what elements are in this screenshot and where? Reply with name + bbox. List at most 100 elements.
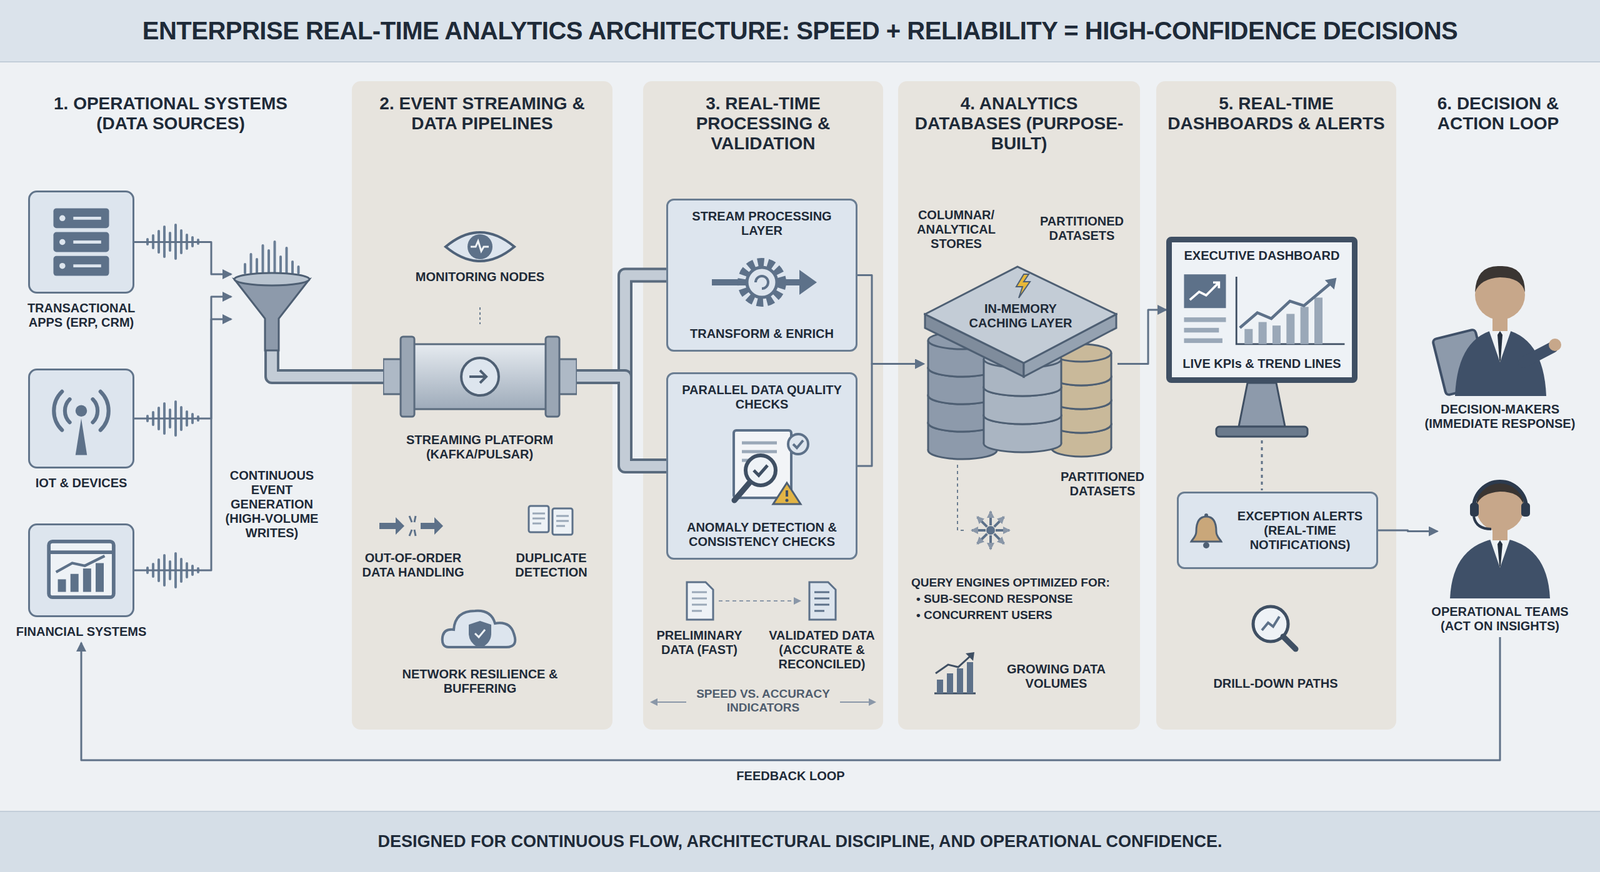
graphic-path xyxy=(793,440,804,449)
graphic-rect xyxy=(1183,338,1222,344)
graphic-ellipse xyxy=(234,273,310,286)
node-label: DECISION-MAKERS (IMMEDIATE RESPONSE) xyxy=(1418,402,1582,432)
connector-line xyxy=(134,296,232,419)
flow-arrow xyxy=(857,275,924,365)
graphic-path xyxy=(1240,281,1334,328)
graphic-path xyxy=(470,241,489,252)
graphic-path xyxy=(1523,347,1553,363)
graphic-g xyxy=(686,582,714,620)
alert-text: EXCEPTION ALERTS (REAL-TIME NOTIFICATION… xyxy=(1232,509,1368,553)
panel-heading: 2. EVENT STREAMING & DATA PIPELINES xyxy=(351,81,613,134)
streaming-pipe: STREAMING PLATFORM (KAFKA/PULSAR) xyxy=(375,326,585,462)
graphic-path xyxy=(1473,516,1492,530)
graphic-line xyxy=(297,266,300,274)
connector-line xyxy=(576,376,667,467)
connector-line xyxy=(271,350,385,377)
graphic-rect xyxy=(1244,329,1253,345)
connector-line xyxy=(134,319,232,571)
graphic-path xyxy=(1016,274,1030,299)
graphic-circle xyxy=(59,239,66,246)
graphic-line xyxy=(840,701,875,704)
pipe-shape xyxy=(383,326,577,427)
graphic-path xyxy=(53,391,109,431)
graphic-line xyxy=(48,550,114,555)
graphic-path xyxy=(686,582,714,620)
graphic-line xyxy=(479,307,481,325)
source-system: IOT & DEVICES xyxy=(15,368,147,491)
graphic-path xyxy=(1325,278,1337,290)
panel-heading: 5. REAL-TIME DASHBOARDS & ALERTS xyxy=(1156,81,1397,134)
pipe-shape-svg xyxy=(383,326,577,427)
graphic-path xyxy=(1497,331,1503,363)
graphic-path xyxy=(755,276,769,289)
box-heading: PARALLEL DATA QUALITY CHECKS xyxy=(674,383,850,412)
graphic-path xyxy=(420,517,444,535)
graphic-g xyxy=(445,232,515,262)
annotation-label: VALIDATED DATA (ACCURATE & RECONCILED) xyxy=(765,628,879,672)
node-label: CONTINUOUS EVENT GENERATION (HIGH-VOLUME… xyxy=(215,468,329,541)
graphic-line xyxy=(734,483,750,501)
graphic-circle xyxy=(785,499,789,503)
graphic-line xyxy=(1283,636,1296,650)
graphic-line xyxy=(994,517,1005,528)
panel-heading: 4. ANALYTICS DATABASES (PURPOSE-BUILT) xyxy=(898,81,1140,155)
connector-line xyxy=(576,376,667,467)
graphic-line xyxy=(273,241,277,274)
graphic-rect xyxy=(70,574,79,593)
graphic-circle xyxy=(1204,513,1209,518)
funnel-shape-svg xyxy=(231,240,313,354)
box-icon-svg xyxy=(674,425,850,507)
graphic-rect xyxy=(1300,306,1309,345)
caption-text: DESIGNED FOR CONTINUOUS FLOW, ARCHITECTU… xyxy=(377,832,1222,852)
box-icon xyxy=(674,425,850,507)
graphic-path xyxy=(935,655,972,674)
annotation-label: SPEED VS. ACCURACY INDICATORS xyxy=(691,687,835,715)
graphic-circle xyxy=(467,234,493,260)
graphic-line xyxy=(73,240,102,244)
graphic-path xyxy=(1190,282,1220,300)
database-cluster: IN-MEMORY CACHING LAYER xyxy=(923,265,1118,463)
system-icon xyxy=(28,190,135,294)
person-figure: OPERATIONAL TEAMS (ACT ON INSIGHTS) xyxy=(1425,464,1575,634)
annotation-label: OUT-OF-ORDER DATA HANDLING xyxy=(350,551,476,580)
graphic-g xyxy=(934,652,976,694)
connector-line xyxy=(1378,530,1438,532)
annotation-label: PRELIMINARY DATA (FAST) xyxy=(646,628,753,658)
graphic-path xyxy=(468,621,492,649)
monitor-stand xyxy=(1166,383,1358,439)
annotation-label: 1. OPERATIONAL SYSTEMS (DATA SOURCES) xyxy=(33,93,309,134)
monitor-screen: EXECUTIVE DASHBOARDLIVE KPIs & TREND LIN… xyxy=(1166,236,1358,384)
graphic-rect xyxy=(545,336,560,417)
graphic-circle xyxy=(461,358,499,396)
source-system: FINANCIAL SYSTEMS xyxy=(15,523,147,640)
pipe-connector xyxy=(271,350,385,377)
graphic-path xyxy=(75,418,87,456)
graphic-path xyxy=(957,465,967,531)
graphic-line xyxy=(73,264,102,268)
graphic-g xyxy=(528,506,573,535)
person-icon xyxy=(1437,464,1563,599)
alert-box: EXCEPTION ALERTS (REAL-TIME NOTIFICATION… xyxy=(1176,491,1379,570)
graphic-path xyxy=(1473,481,1527,509)
graphic-g xyxy=(442,611,516,649)
graphic-line xyxy=(291,261,294,274)
graphic-rect xyxy=(53,256,109,277)
graphic-line xyxy=(73,216,102,220)
graphic-line xyxy=(718,600,800,602)
graphic-rect xyxy=(1286,314,1295,345)
connector-line xyxy=(271,350,385,377)
graphic-line xyxy=(279,256,282,274)
graphic-circle xyxy=(788,434,809,455)
annotation-label: • SUB-SECOND RESPONSE xyxy=(916,592,1135,607)
funnel-shape xyxy=(231,240,313,354)
graphic-rect xyxy=(48,541,114,598)
graphic-path xyxy=(691,592,707,612)
graphic-g xyxy=(1253,606,1296,650)
graphic-path xyxy=(532,513,569,527)
graphic-circle xyxy=(986,526,995,535)
connector-line xyxy=(857,275,924,365)
graphic-line xyxy=(651,701,687,704)
graphic-path xyxy=(445,232,515,262)
stage-panel: 4. ANALYTICS DATABASES (PURPOSE-BUILT) IN… xyxy=(898,81,1140,730)
flow-arrow xyxy=(81,637,1500,761)
